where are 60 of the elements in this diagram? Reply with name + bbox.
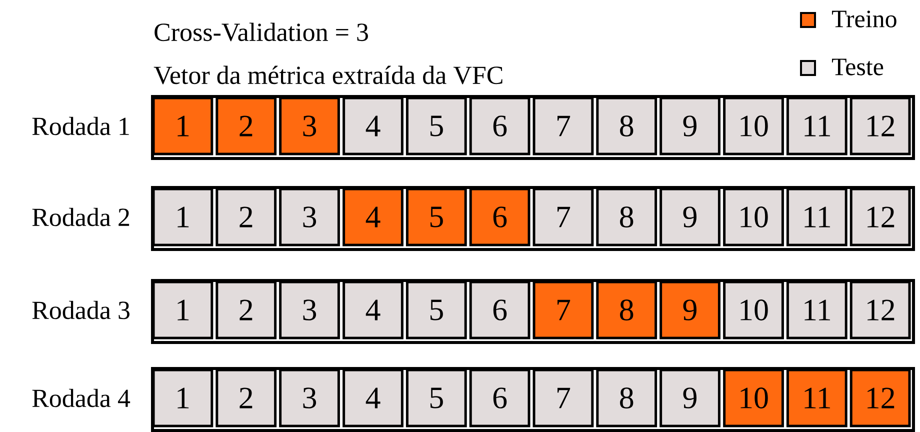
test-fold-cell: 3 <box>279 368 340 428</box>
train-fold-cell: 9 <box>660 280 720 340</box>
test-fold-cell: 6 <box>469 280 530 340</box>
heading-text: Vetor da métrica extraída da VFC <box>154 66 502 84</box>
train-fold-cell: 2 <box>216 96 277 156</box>
test-fold-cell: 2 <box>216 188 277 246</box>
test-fold-cell: 5 <box>406 96 467 156</box>
row-label: Rodada 4 <box>32 388 130 408</box>
test-fold-cell: 2 <box>216 280 277 340</box>
test-fold-cell: 5 <box>406 280 467 340</box>
train-fold-cell: 5 <box>406 188 467 246</box>
legend-label: Teste <box>832 58 884 76</box>
test-fold-cell: 10 <box>723 188 784 246</box>
row-bar <box>151 186 915 251</box>
test-fold-cell: 11 <box>786 280 848 340</box>
test-fold-cell: 7 <box>532 96 594 156</box>
test-fold-cell: 8 <box>596 368 658 428</box>
test-fold-cell: 5 <box>406 368 467 428</box>
test-fold-cell: 12 <box>850 188 911 246</box>
test-fold-cell: 4 <box>342 368 404 428</box>
test-fold-cell: 2 <box>216 368 277 428</box>
row-label: Rodada 2 <box>32 208 130 226</box>
test-fold-cell: 12 <box>850 280 911 340</box>
test-fold-cell: 4 <box>342 280 404 340</box>
train-fold-cell: 1 <box>152 96 214 156</box>
row-label: Rodada 3 <box>32 300 130 320</box>
test-fold-cell: 10 <box>723 96 784 156</box>
test-fold-cell: 11 <box>786 96 848 156</box>
test-fold-cell: 12 <box>850 96 911 156</box>
test-fold-cell: 9 <box>660 96 720 156</box>
test-fold-cell: 8 <box>596 188 658 246</box>
train-fold-cell: 6 <box>469 188 530 246</box>
train-fold-cell: 10 <box>723 368 784 428</box>
test-fold-cell: 6 <box>469 368 530 428</box>
train-fold-cell: 12 <box>850 368 911 428</box>
test-fold-cell: 1 <box>152 280 214 340</box>
row-bar <box>151 279 915 344</box>
test-fold-cell: 3 <box>279 280 340 340</box>
train-fold-cell: 11 <box>786 368 848 428</box>
test-fold-cell: 3 <box>279 188 340 246</box>
test-fold-cell: 8 <box>596 96 658 156</box>
test-fold-cell: 9 <box>660 188 720 246</box>
test-fold-cell: 4 <box>342 96 404 156</box>
test-fold-cell: 1 <box>152 188 214 246</box>
test-fold-cell: 7 <box>532 188 594 246</box>
row-bar <box>151 95 915 160</box>
test-fold-cell: 9 <box>660 368 720 428</box>
train-fold-cell: 7 <box>532 280 594 340</box>
row-bar <box>151 367 915 432</box>
test-fold-cell: 1 <box>152 368 214 428</box>
test-fold-cell: 6 <box>469 96 530 156</box>
test-fold-cell: 10 <box>723 280 784 340</box>
test-fold-cell: 7 <box>532 368 594 428</box>
train-fold-cell: 8 <box>596 280 658 340</box>
heading-text: Cross-Validation = 3 <box>154 22 368 42</box>
train-fold-cell: 4 <box>342 188 404 246</box>
train-fold-cell: 3 <box>279 96 340 156</box>
row-label: Rodada 1 <box>32 116 129 136</box>
test-fold-cell: 11 <box>786 188 848 246</box>
legend-label: Treino <box>832 10 896 28</box>
